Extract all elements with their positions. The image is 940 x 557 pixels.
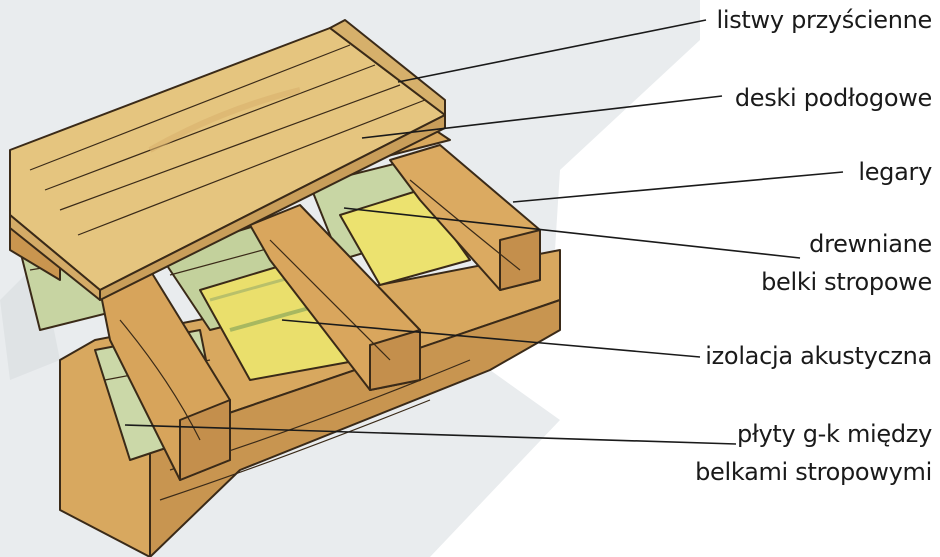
label-baseboards: listwy przyścienne (716, 6, 932, 34)
baseboard (329, 19, 446, 116)
label-floorboards: deski podłogowe (734, 84, 932, 112)
label-plasterboard-line1: płyty g-k między (737, 420, 932, 448)
floorboards (9, 27, 446, 301)
ceiling-beams (99, 144, 541, 481)
label-ceiling-beams-line2: belki stropowe (761, 268, 932, 296)
leader-ceiling-beams (343, 207, 801, 259)
label-joists: legary (858, 158, 932, 186)
label-acoustic-insulation: izolacja akustyczna (705, 342, 932, 370)
leader-lines (124, 19, 844, 445)
acoustic-insulation (199, 189, 471, 381)
leader-joists (512, 171, 844, 203)
leader-plasterboard (124, 424, 737, 445)
label-ceiling-beams-line1: drewniane (809, 230, 932, 258)
label-plasterboard-line2: belkami stropowymi (695, 458, 932, 486)
leader-baseboards (397, 19, 707, 83)
leader-insulation (281, 319, 701, 358)
leader-floorboards (361, 95, 723, 139)
